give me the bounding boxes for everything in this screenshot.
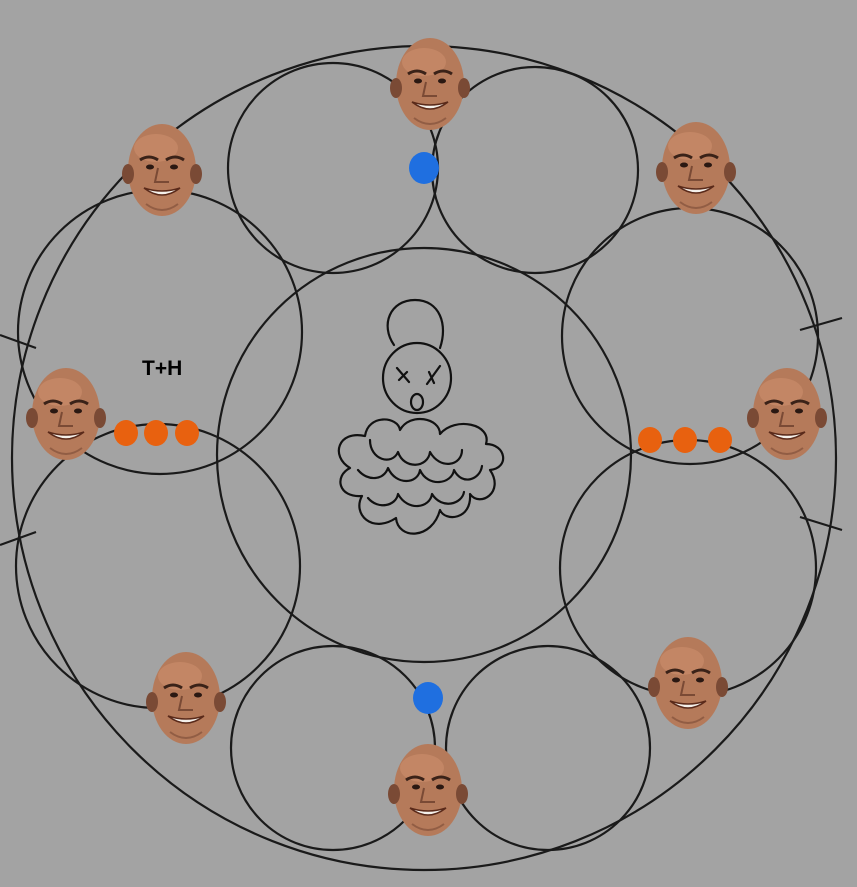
orange-dot-icon — [144, 420, 168, 446]
face-icon — [747, 368, 827, 460]
face-icon — [656, 122, 736, 214]
arena-circle-west-south — [14, 422, 302, 710]
orange-dot-icon — [638, 427, 662, 453]
face-icon — [146, 652, 226, 744]
boss-sketch-icon — [337, 298, 505, 535]
edge-tick — [0, 333, 37, 350]
edge-tick — [0, 530, 37, 547]
arena-center-circle — [215, 246, 633, 664]
blue-dot-icon — [413, 682, 443, 714]
edge-tick — [799, 316, 843, 332]
edge-tick — [799, 515, 843, 532]
face-icon — [390, 38, 470, 130]
orange-dot-icon — [114, 420, 138, 446]
orange-dot-icon — [708, 427, 732, 453]
face-icon — [648, 637, 728, 729]
annotation-label: T+H — [142, 357, 183, 380]
face-icon — [26, 368, 106, 460]
player-tokens — [26, 38, 827, 836]
orange-dot-icon — [673, 427, 697, 453]
face-icon — [122, 124, 202, 216]
face-icon — [388, 744, 468, 836]
markers — [114, 152, 732, 714]
arena-circle-south-east — [444, 644, 652, 852]
arena-circle-north-east — [430, 65, 640, 275]
orange-dot-icon — [175, 420, 199, 446]
blue-dot-icon — [409, 152, 439, 184]
